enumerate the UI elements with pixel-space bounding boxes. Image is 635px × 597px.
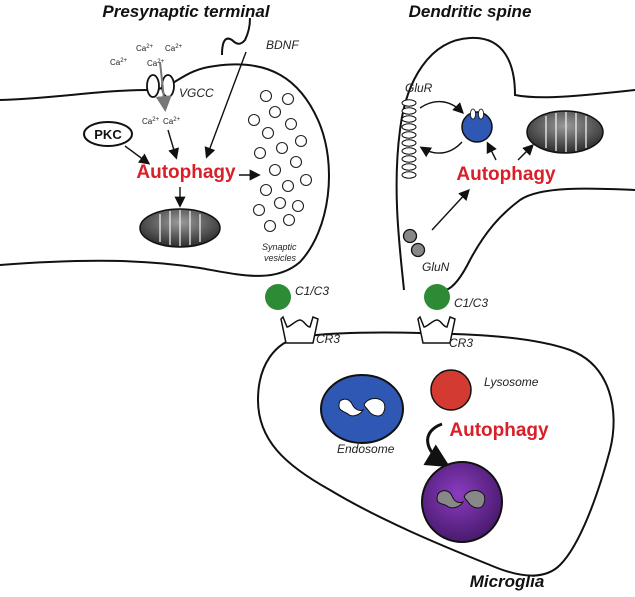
bdnf-label: BDNF [266, 38, 299, 52]
cr3-right-label: CR3 [449, 336, 473, 350]
cr3-receptor-right-icon [417, 315, 456, 344]
spine-autophagy-to-mitochondrion-arrow [517, 144, 534, 161]
spine-complement-c1c3 [424, 284, 450, 310]
synaptic-vesicles-label-1: Synaptic [262, 242, 297, 252]
microglia-autophagy-label: Autophagy [449, 420, 549, 441]
spine-autophagy-to-endosome-arrow [486, 141, 497, 161]
svg-text:Ca2+: Ca2+ [165, 44, 183, 53]
dendritic-title: Dendritic spine [409, 2, 532, 21]
pkc-node [83, 121, 133, 147]
dendritic-spine-membrane [395, 36, 635, 291]
presynaptic-autophagy-label: Autophagy [136, 162, 236, 183]
pkc-label: PKC [94, 127, 122, 142]
cr3-left-label: CR3 [316, 332, 340, 346]
pkc-arrow [124, 145, 151, 165]
synaptic-vesicles [247, 89, 313, 233]
svg-text:Ca2+: Ca2+ [163, 117, 181, 126]
endosome-label: Endosome [337, 442, 395, 456]
calcium-ions: Ca2+ Ca2+ Ca2+ Ca2+ Ca2+ Ca2+ [110, 44, 183, 126]
dendritic-spine-membrane-lower [445, 187, 635, 291]
glur-internalization-arrow [419, 101, 464, 114]
calcium-to-autophagy-arrow [167, 129, 179, 160]
presynaptic-mitochondrion-icon [139, 208, 221, 248]
bdnf-icon [221, 17, 251, 56]
glur-recycling-arrow [419, 141, 463, 158]
svg-text:Ca2+: Ca2+ [110, 58, 128, 67]
cr3-receptor-left-icon [280, 315, 319, 344]
calcium-influx-arrow [155, 61, 172, 112]
svg-text:Ca2+: Ca2+ [147, 59, 165, 68]
bdnf-arrow [204, 51, 247, 159]
spine-autophagy-label: Autophagy [456, 164, 556, 185]
autolysosome-icon [421, 461, 503, 543]
microglia-membrane [256, 331, 615, 577]
spine-endosome-icon [461, 108, 493, 143]
glun-receptor-icon [402, 228, 426, 258]
microglia-endosome-icon [320, 374, 404, 444]
glun-to-autophagy-arrow [431, 188, 470, 231]
vgcc-label: VGCC [179, 86, 214, 100]
lysosome-label: Lysosome [484, 375, 539, 389]
svg-text:Ca2+: Ca2+ [142, 117, 160, 126]
vgcc-channel-icon [146, 74, 175, 98]
spine-mitochondrion-icon [526, 110, 604, 154]
svg-text:Ca2+: Ca2+ [136, 44, 154, 53]
presynaptic-c1c3-label: C1/C3 [295, 284, 329, 298]
synaptic-vesicles-label-2: vesicles [264, 253, 297, 263]
glur-label: GluR [405, 81, 433, 95]
glun-label: GluN [422, 260, 450, 274]
spine-c1c3-label: C1/C3 [454, 296, 488, 310]
presynaptic-title: Presynaptic terminal [102, 2, 271, 21]
fusion-arrow [423, 422, 451, 468]
presynaptic-complement-c1c3 [265, 284, 291, 310]
glur-receptor-icon [401, 99, 417, 179]
microglia-title: Microglia [470, 572, 545, 591]
lysosome-icon [430, 369, 472, 411]
